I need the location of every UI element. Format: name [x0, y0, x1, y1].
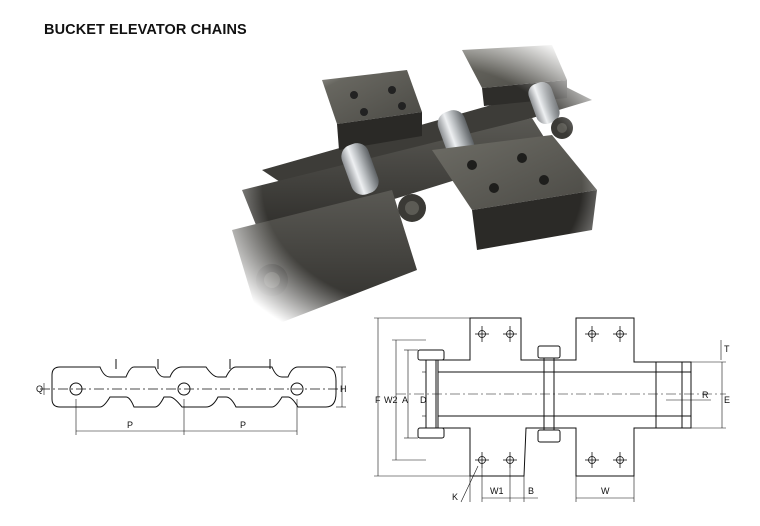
- top-view-drawing: F W2 A D R E T K W1 B W: [374, 317, 730, 503]
- dim-label-w2: W2: [384, 395, 398, 405]
- dim-label-q: Q: [36, 384, 43, 394]
- chain-top-outline: [437, 317, 692, 477]
- dim-label-e: E: [724, 395, 730, 405]
- side-view-drawing: P P H Q: [36, 359, 347, 435]
- dim-label-p-right: P: [240, 420, 246, 430]
- page-title: BUCKET ELEVATOR CHAINS: [44, 22, 247, 38]
- chain-photo: [232, 40, 612, 330]
- dim-label-k: K: [452, 492, 458, 502]
- dim-label-w: W: [601, 486, 610, 496]
- dim-label-t: T: [724, 344, 730, 354]
- dim-label-a: A: [402, 395, 408, 405]
- dim-label-d: D: [420, 395, 427, 405]
- dim-label-r: R: [702, 390, 709, 400]
- dim-label-f: F: [375, 395, 381, 405]
- dim-label-h: H: [340, 384, 347, 394]
- dim-label-w1: W1: [490, 486, 504, 496]
- dim-label-b: B: [528, 486, 534, 496]
- chain-outline: [51, 366, 337, 408]
- dim-label-p-left: P: [127, 420, 133, 430]
